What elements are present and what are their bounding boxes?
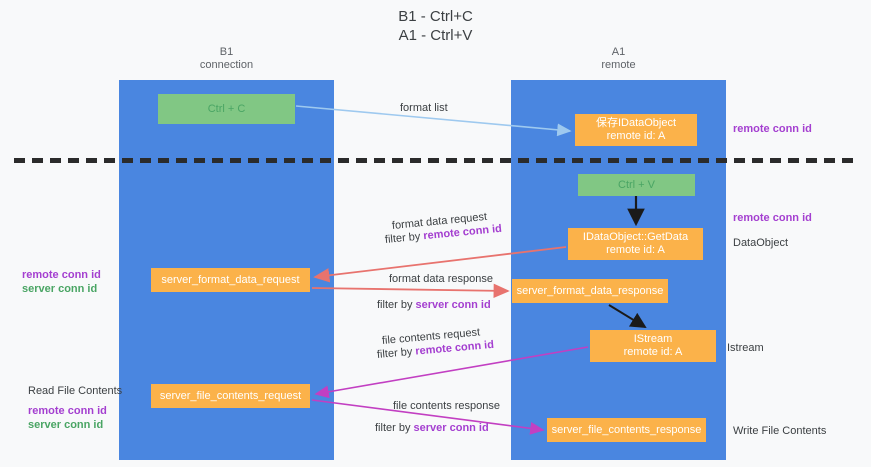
node-server-file-contents-request[interactable]: server_file_contents_request [151,384,310,408]
filter-prefix: filter by [375,422,414,434]
edge-label-format-list: format list [400,102,448,114]
node-server-format-data-response[interactable]: server_format_data_response [512,279,668,303]
arrow-file-contents-request [314,346,589,399]
label-istream: Istream [727,342,764,354]
lane-header-a1: A1 remote [601,46,636,71]
edge-label-file-contents-response: file contents response [393,400,501,412]
page-title: B1 - Ctrl+C A1 - Ctrl+V [398,8,473,44]
edge-label-format-data-response-filter: filter by server conn id [377,298,491,312]
arrow-file-contents-response [311,399,545,435]
label-group-left-bottom: Read File Contents remote conn id server… [28,384,122,432]
node-server-file-contents-response[interactable]: server_file_contents_response [547,418,706,442]
arrow-response-to-istream [608,304,647,329]
lane-header-b1: B1 connection [199,46,254,71]
label-remote-conn-id-mid: remote conn id [733,212,812,224]
node-ctrl-c[interactable]: Ctrl + C [158,94,295,124]
node-server-format-data-request[interactable]: server_format_data_request [151,268,310,292]
label-remote-conn-id-left-bottom: remote conn id [28,405,107,417]
node-save-idataobject[interactable]: 保存IDataObject remote id: A [575,114,697,146]
label-server-conn-id-left-mid: server conn id [22,283,98,295]
label-read-file-contents: Read File Contents [28,385,123,397]
arrow-format-data-request [313,246,567,283]
edge-label-file-contents-response-filter: filter by server conn id [375,421,489,435]
arrow-format-data-response [311,283,510,298]
edge-label-format-data-response: format data response [389,273,493,285]
filter-value: server conn id [413,422,489,434]
filter-prefix: filter by [384,230,424,246]
filter-prefix: filter by [376,345,416,361]
filter-prefix: filter by [377,299,416,311]
label-server-conn-id-left-bottom: server conn id [28,419,104,431]
label-write-file-contents: Write File Contents [733,425,827,437]
node-ctrl-v[interactable]: Ctrl + V [578,174,695,196]
arrow-format-list [295,105,572,137]
node-idataobject-getdata[interactable]: IDataObject::GetData remote id: A [568,228,703,260]
filter-value: server conn id [415,299,491,311]
label-remote-conn-id-left-mid: remote conn id [22,269,101,281]
node-istream[interactable]: IStream remote id: A [590,330,716,362]
phase-divider [14,158,857,163]
label-remote-conn-id-top: remote conn id [733,123,812,135]
label-group-left-mid: remote conn id server conn id [22,268,101,296]
label-dataobject: DataObject [733,237,789,249]
